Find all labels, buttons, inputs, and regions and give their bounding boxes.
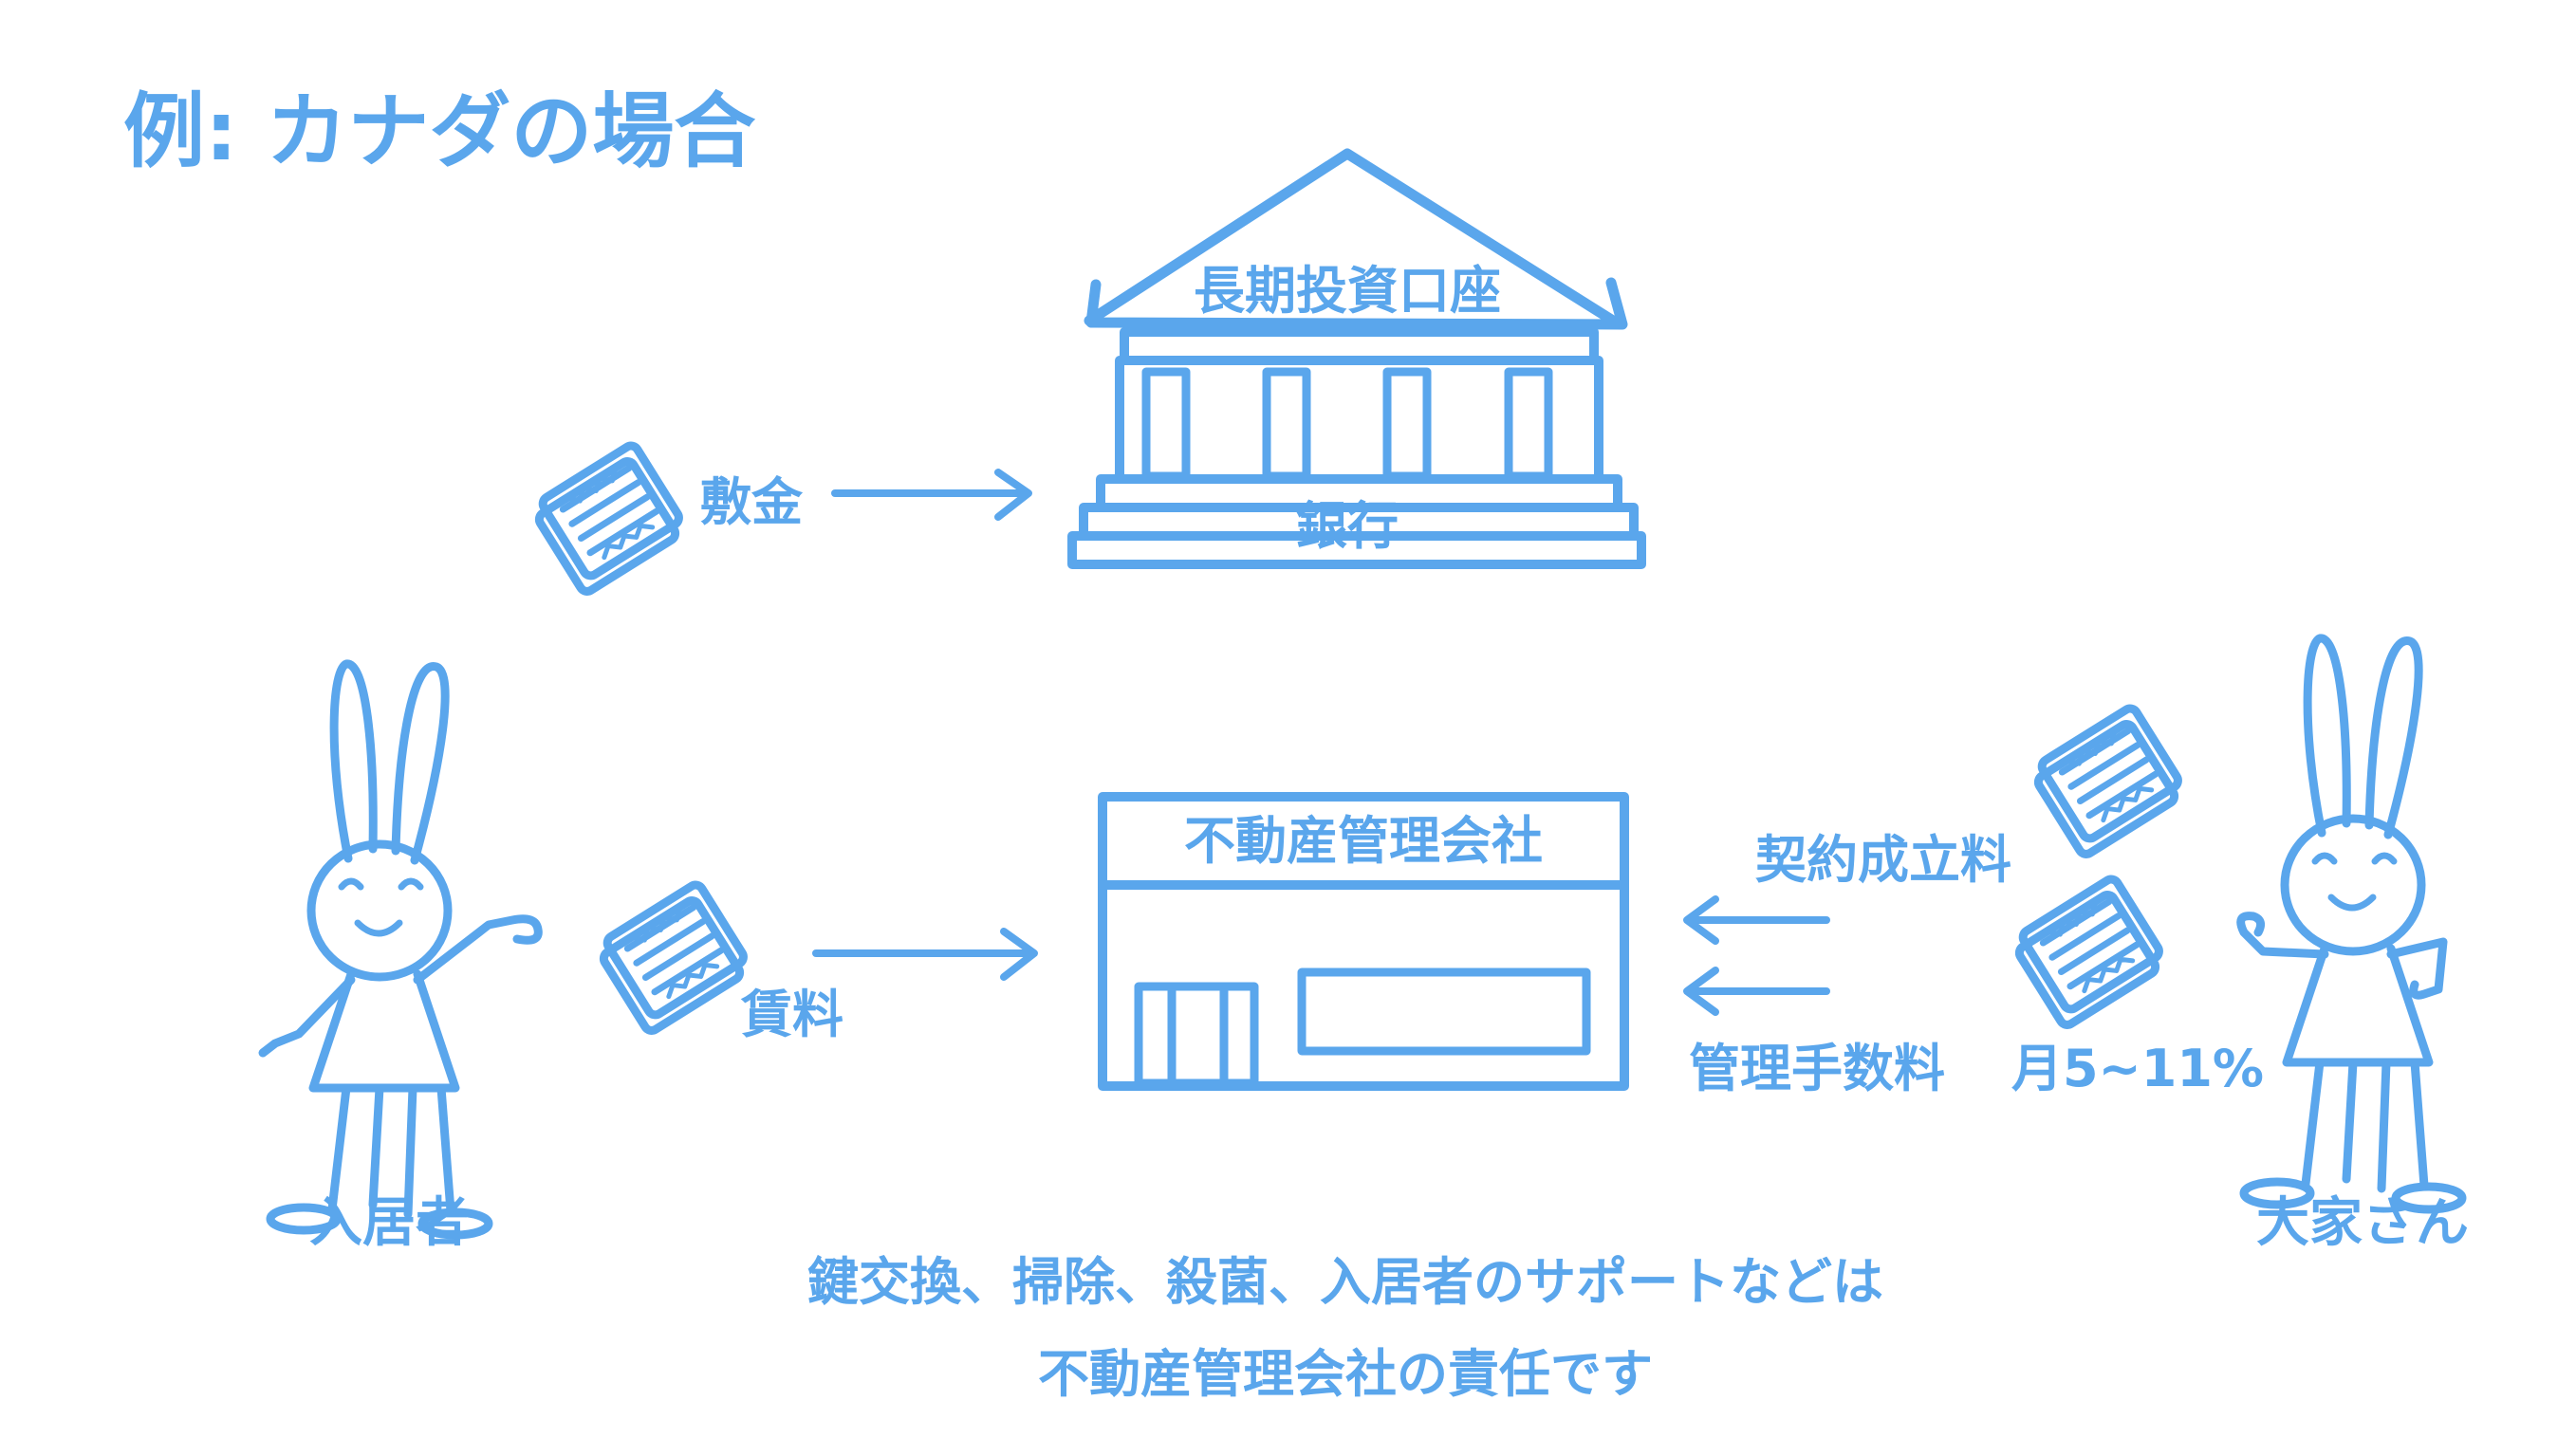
deposit-label: 敷金 [700,472,804,532]
contract-fee-arrow [1683,895,1830,945]
money-icon [595,882,752,1033]
landlord-bunny [2236,638,2462,1209]
bank-building [1067,148,1646,569]
contract-fee-label: 契約成立料 [1755,830,2011,890]
tenant-bunny [258,664,543,1235]
rent-label: 賃料 [740,985,843,1044]
tenant-label: 入居者 [309,1192,469,1254]
money-icon [2029,706,2187,857]
page-title: 例: カナダの場合 [123,84,755,179]
management-company-building [1098,792,1629,1091]
deposit-arrow [831,469,1032,521]
management-fee-arrow [1683,967,1830,1016]
footnote-line-2: 不動産管理会社の責任です [1038,1344,1653,1404]
bank-account-label: 長期投資口座 [1194,261,1501,321]
fee-rate-label: 月5~11% [2011,1039,2264,1098]
bank-label: 銀行 [1296,496,1399,556]
footnote-line-1: 鍵交換、掃除、殺菌、入居者のサポートなどは [807,1252,1883,1312]
money-icon [530,443,688,594]
management-company-label: 不動産管理会社 [1184,811,1543,871]
landlord-label: 大家さん [2256,1192,2469,1254]
rent-arrow [812,928,1038,981]
money-icon [2011,876,2168,1027]
management-fee-label: 管理手数料 [1689,1039,1945,1098]
